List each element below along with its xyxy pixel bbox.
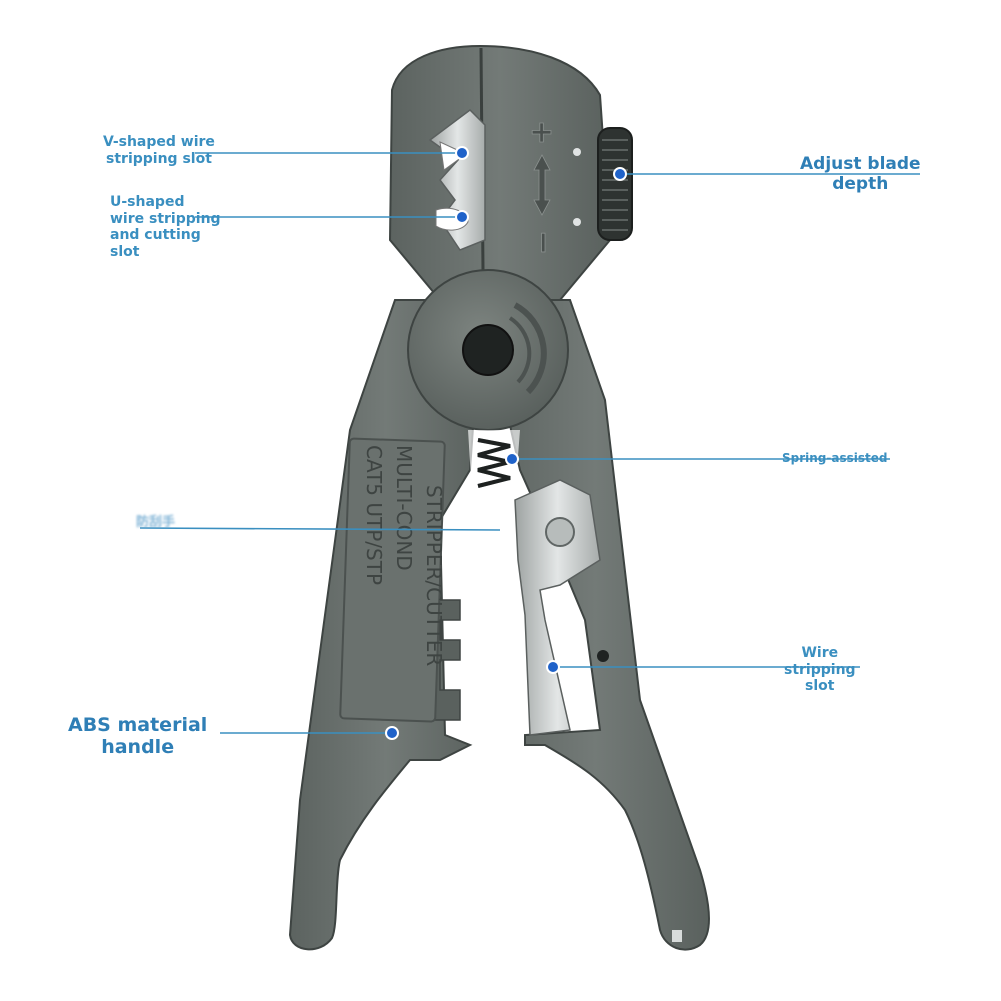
- label-handle: ABS material handle: [68, 714, 207, 759]
- pivot-screw: [462, 324, 514, 376]
- minus-sign: −: [526, 230, 561, 255]
- double-arrow-icon: [533, 154, 551, 216]
- label-u-slot-line-3: and cutting: [110, 227, 201, 244]
- rivet-bottom: [573, 218, 581, 226]
- blade-screw: [545, 517, 575, 547]
- leader-lines: [139, 152, 920, 734]
- lower-blade: [514, 479, 601, 736]
- dot-v-slot: [455, 146, 469, 160]
- label-v-slot-line-2: stripping slot: [106, 150, 212, 167]
- pivot-arc: [513, 302, 547, 395]
- label-wire-slot: Wire stripping slot: [784, 645, 856, 695]
- panel-line-3: STRIPPER/CUTTER: [422, 485, 446, 666]
- dot-wire-slot: [546, 660, 560, 674]
- panel-line-2: MULTI-COND: [392, 445, 416, 571]
- label-adjust-line-1: Adjust blade: [800, 154, 921, 174]
- label-wire-slot-line-1: Wire: [801, 645, 839, 661]
- label-u-slot: U-shaped wire stripping and cutting slot: [110, 194, 221, 260]
- handle-rivet-right: [597, 650, 609, 662]
- dot-u-slot: [455, 210, 469, 224]
- dot-adjust: [613, 167, 627, 181]
- label-hidden-line-1: 防刮手: [136, 515, 176, 530]
- dot-spring: [505, 452, 519, 466]
- adjust-knob: [597, 127, 633, 241]
- label-panel: [339, 437, 446, 723]
- label-spring: Spring-assisted: [782, 451, 887, 465]
- label-spring-line-1: Spring-assisted: [782, 451, 888, 465]
- panel-line-1: CAT5 UTP/STP: [362, 445, 386, 585]
- panel-text: CAT5 UTP/STP MULTI-COND STRIPPER/CUTTER: [362, 445, 446, 666]
- label-adjust: Adjust blade depth: [800, 154, 921, 194]
- label-handle-line-1: ABS material: [68, 714, 208, 736]
- label-v-slot-line-1: V-shaped wire: [103, 134, 215, 150]
- label-wire-slot-line-3: slot: [805, 678, 835, 695]
- v-notch: [439, 141, 467, 171]
- label-wire-slot-line-2: stripping: [784, 661, 856, 678]
- pivot-arc-inner: [508, 316, 532, 384]
- label-u-slot-line-2: wire stripping: [110, 210, 221, 227]
- right-handle: [480, 299, 710, 951]
- label-hidden: 防刮手: [136, 515, 175, 530]
- leader-hidden: [139, 527, 501, 531]
- label-u-slot-line-4: slot: [110, 243, 140, 260]
- rivet-top: [573, 148, 581, 156]
- dot-handle: [385, 726, 399, 740]
- plus-sign: +: [529, 115, 554, 150]
- label-v-slot: V-shaped wire stripping slot: [103, 134, 215, 167]
- tip-highlight: [672, 930, 682, 942]
- label-handle-line-2: handle: [101, 736, 175, 759]
- label-u-slot-line-1: U-shaped: [110, 194, 185, 210]
- label-adjust-line-2: depth: [832, 174, 889, 195]
- tool-head: [388, 44, 612, 301]
- callout-dots: [385, 146, 627, 740]
